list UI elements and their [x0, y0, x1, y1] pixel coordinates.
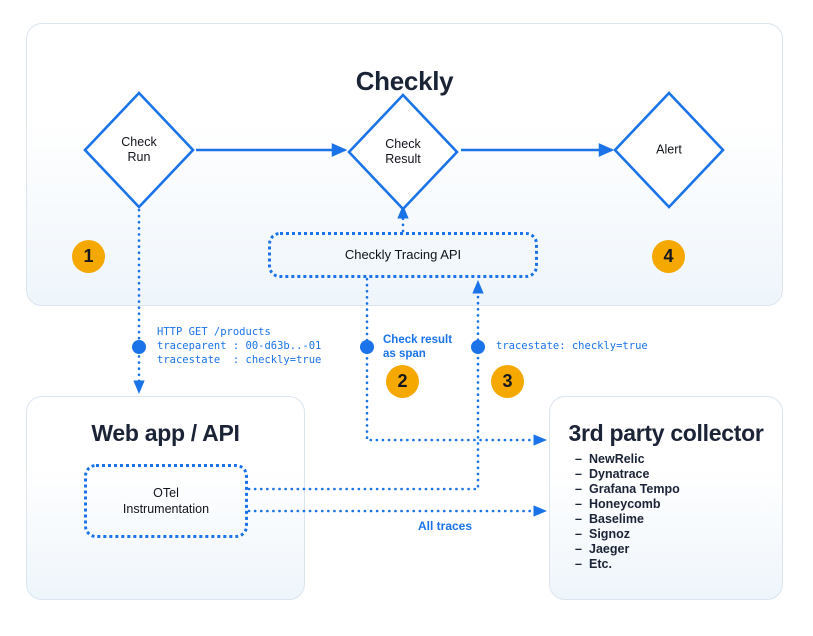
dash-bullet: – [575, 467, 582, 481]
flow-dot-2 [360, 340, 374, 354]
check-result-as-span-label: Check result as span [383, 334, 453, 360]
tracestate-label: tracestate: checkly=true [496, 340, 648, 352]
list-item-label: Etc. [589, 557, 612, 571]
checkly-panel-title: Checkly [355, 66, 454, 96]
list-item-label: Signoz [589, 527, 630, 541]
checkly-tracing-api-box[interactable]: Checkly Tracing API [268, 232, 538, 278]
collector-panel-title: 3rd party collector [568, 420, 764, 446]
dash-bullet: – [575, 497, 582, 511]
diamond-shape [347, 93, 459, 211]
list-item-label: Baselime [589, 512, 644, 526]
list-item-label: Grafana Tempo [589, 482, 680, 496]
dash-bullet: – [575, 557, 582, 571]
webapp-panel: Web app / API [26, 396, 305, 600]
step-badge-4[interactable]: 4 [652, 240, 685, 273]
flow-dot-1 [132, 340, 146, 354]
list-item: –NewRelic [575, 452, 680, 467]
dash-bullet: – [575, 452, 582, 466]
list-item: –Etc. [575, 557, 680, 572]
otel-instrumentation-box[interactable]: OTel Instrumentation [84, 464, 248, 538]
all-traces-label: All traces [418, 519, 473, 533]
diamond-shape [83, 91, 195, 209]
diamond-shape [613, 91, 725, 209]
list-item: –Baselime [575, 512, 680, 527]
dash-bullet: – [575, 542, 582, 556]
flow-dot-3 [471, 340, 485, 354]
node-check-run[interactable]: Check Run [83, 91, 195, 209]
dash-bullet: – [575, 512, 582, 526]
node-check-run-label: Check Run [121, 135, 157, 164]
list-item: –Honeycomb [575, 497, 680, 512]
dash-bullet: – [575, 482, 582, 496]
webapp-panel-title: Web app / API [91, 420, 240, 446]
collector-panel: 3rd party collector [549, 396, 783, 600]
step-badge-3[interactable]: 3 [491, 365, 524, 398]
list-item: –Jaeger [575, 542, 680, 557]
step-badge-1[interactable]: 1 [72, 240, 105, 273]
list-item: –Dynatrace [575, 467, 680, 482]
list-item-label: NewRelic [589, 452, 645, 466]
list-item-label: Honeycomb [589, 497, 661, 511]
http-headers-label: HTTP GET /products traceparent : 00-d63b… [157, 326, 322, 366]
node-alert-label: Alert [656, 142, 682, 157]
node-alert[interactable]: Alert [613, 91, 725, 209]
list-item-label: Jaeger [589, 542, 630, 556]
node-check-result[interactable]: Check Result [347, 93, 459, 211]
list-item: –Signoz [575, 527, 680, 542]
collector-list: –NewRelic –Dynatrace –Grafana Tempo –Hon… [575, 452, 680, 572]
list-item-label: Dynatrace [589, 467, 650, 481]
node-check-result-label: Check Result [385, 137, 421, 166]
step-badge-2[interactable]: 2 [386, 365, 419, 398]
dash-bullet: – [575, 527, 582, 541]
list-item: –Grafana Tempo [575, 482, 680, 497]
